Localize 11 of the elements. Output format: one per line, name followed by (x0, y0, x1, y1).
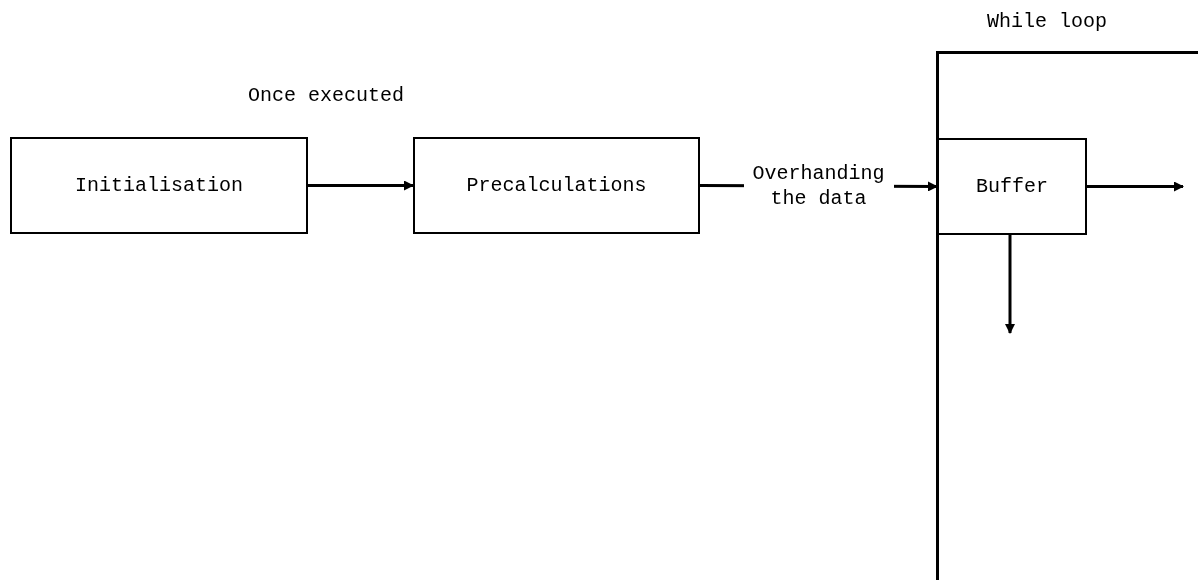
box-label: Precalculations (466, 174, 647, 197)
arrow (1087, 181, 1184, 192)
frame-title: While loop (987, 10, 1108, 33)
process-box (937, 138, 1087, 235)
arrow (308, 180, 414, 191)
process-box (413, 137, 700, 234)
process-box (10, 137, 308, 234)
arrow (1005, 235, 1015, 334)
box-label: Initialisation (75, 174, 243, 197)
box-label: Buffer (976, 175, 1048, 198)
note-label: Once executed (248, 84, 405, 107)
